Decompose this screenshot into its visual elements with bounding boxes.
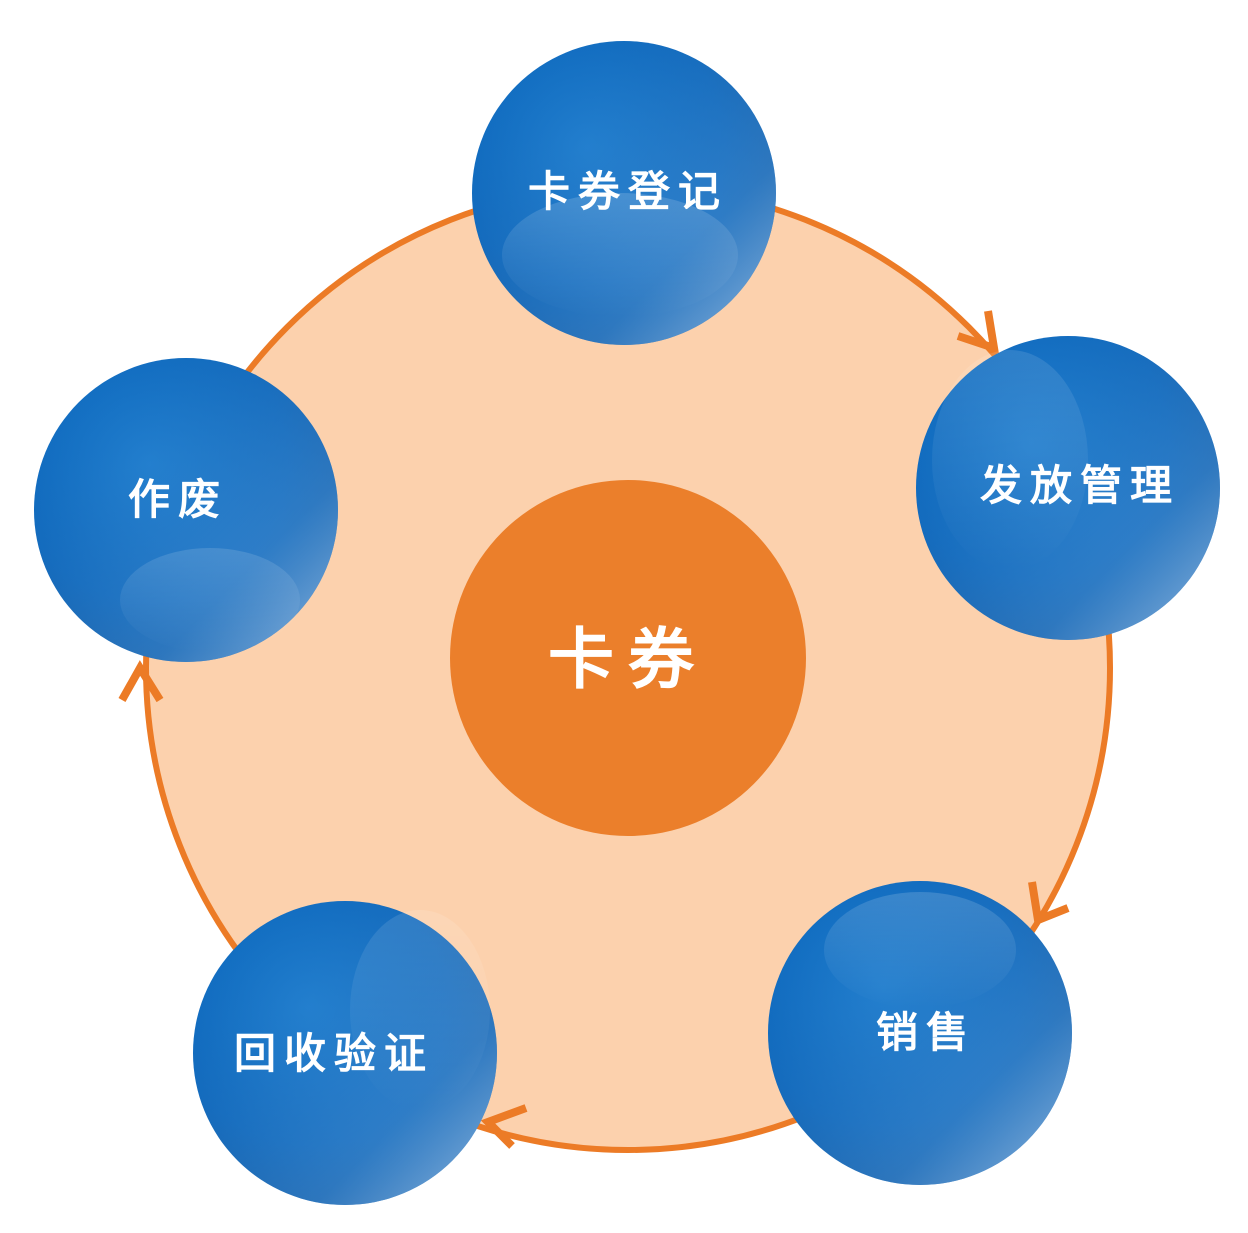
node-label-sales: 销售	[876, 1008, 976, 1057]
node-void: 作废	[34, 358, 338, 662]
node-label-verify: 回收验证	[234, 1029, 434, 1078]
node-issue: 发放管理	[916, 336, 1220, 640]
node-register: 卡券登记	[472, 41, 776, 345]
node-label-void: 作废	[128, 475, 228, 524]
arrow-sales-to-verify	[480, 1104, 528, 1149]
node-sales: 销售	[768, 881, 1072, 1185]
node-label-issue: 发放管理	[980, 461, 1180, 510]
center-circle	[450, 480, 806, 836]
arrow-issue-to-sales	[1028, 881, 1070, 926]
arrow-register-to-issue	[956, 310, 1000, 354]
node-verify: 回收验证	[193, 901, 497, 1205]
arrow-verify-to-void	[118, 660, 164, 703]
center-label: 卡券	[548, 621, 708, 698]
flow-arrows	[118, 310, 1070, 1149]
node-label-register: 卡券登记	[528, 167, 728, 216]
